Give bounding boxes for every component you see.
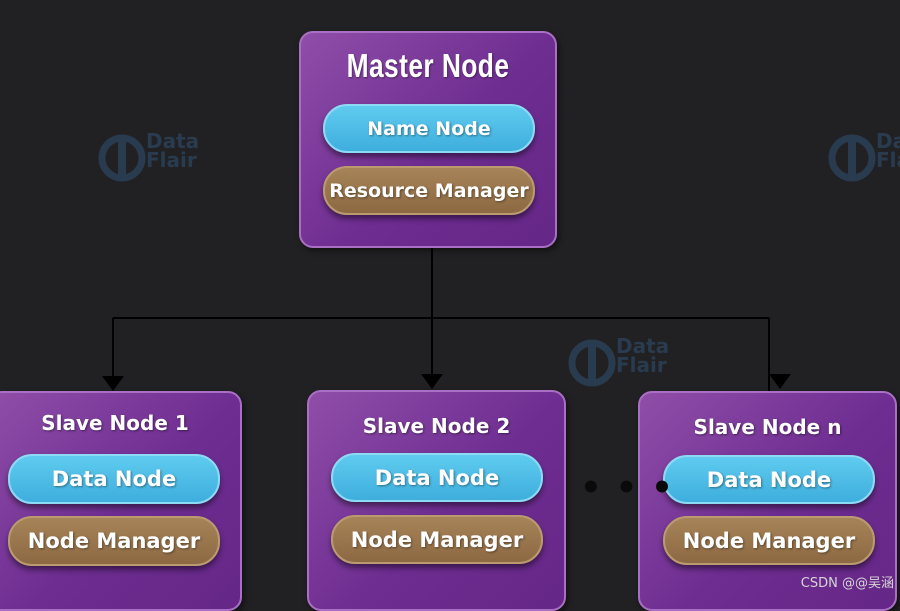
- slave-node-2: Slave Node 2 Data Node Node Manager: [307, 390, 566, 611]
- master-node: Master Node Name Node Resource Manager: [299, 31, 557, 248]
- arrow-head-slave-1: [102, 376, 124, 391]
- node-manager-pill: Node Manager: [8, 516, 220, 566]
- master-node-title: Master Node: [346, 47, 510, 84]
- data-node-pill: Data Node: [663, 455, 875, 504]
- source-credit: CSDN @@吴涵: [800, 576, 894, 591]
- slave-node-n: Slave Node n Data Node Node Manager: [638, 391, 897, 611]
- more-slaves-ellipsis: • • •: [580, 468, 674, 508]
- slave-node-1: Slave Node 1 Data Node Node Manager: [0, 391, 242, 611]
- dataflair-logo-icon: [98, 134, 146, 182]
- node-manager-pill: Node Manager: [663, 516, 875, 565]
- name-node-pill: Name Node: [323, 104, 535, 153]
- data-node-pill: Data Node: [331, 453, 543, 502]
- dataflair-logo-icon: [828, 134, 876, 182]
- arrow-head-slave-n: [769, 374, 791, 389]
- resource-manager-pill: Resource Manager: [323, 166, 535, 215]
- slave-node-2-title: Slave Node 2: [362, 414, 511, 438]
- data-node-pill: Data Node: [8, 454, 220, 504]
- node-manager-pill: Node Manager: [331, 515, 543, 564]
- slave-node-n-title: Slave Node n: [693, 415, 842, 439]
- arrow-head-slave-2: [421, 374, 443, 389]
- dataflair-logo-icon: [568, 339, 616, 387]
- connector-lines: [102, 246, 791, 392]
- slave-node-1-title: Slave Node 1: [41, 411, 189, 435]
